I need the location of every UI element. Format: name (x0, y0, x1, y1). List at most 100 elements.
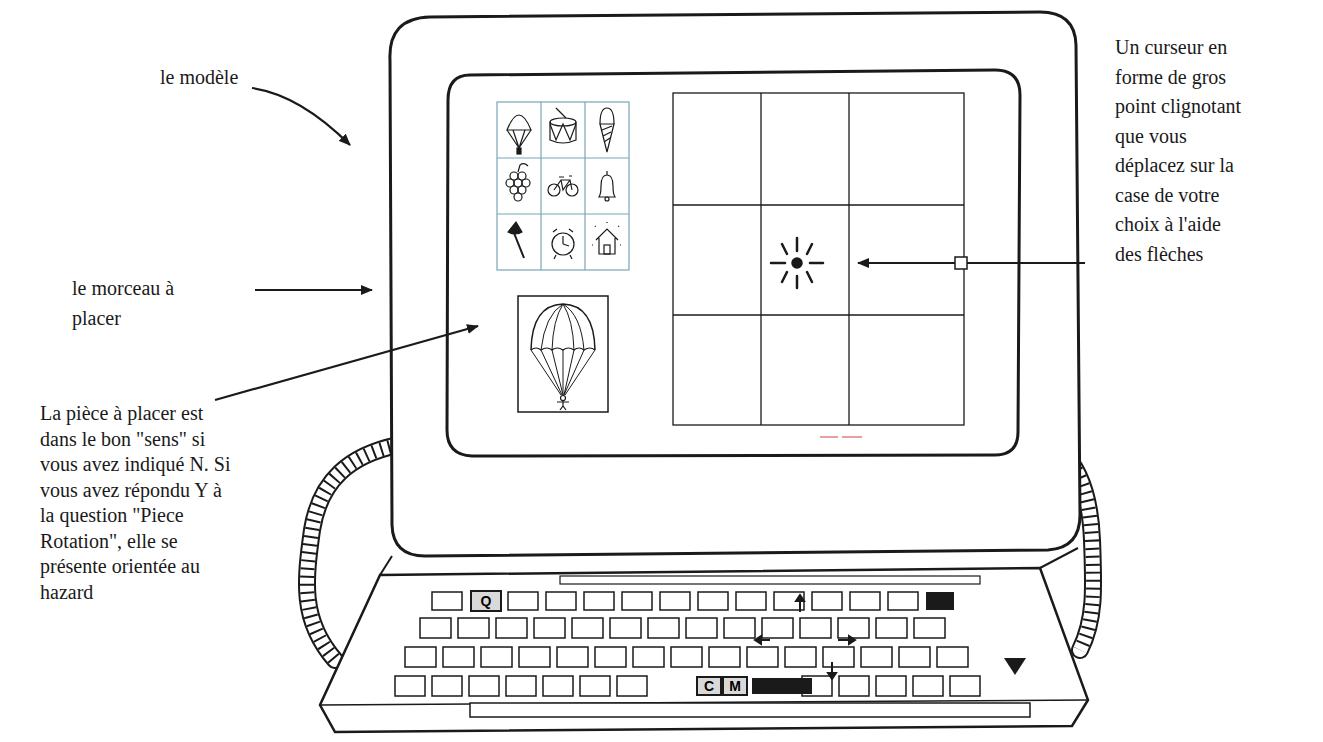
key (698, 592, 728, 610)
model-icons (606, 171, 607, 175)
board-grid (673, 93, 964, 425)
leader-arrow (955, 257, 967, 269)
key (823, 647, 854, 667)
board-grid (820, 437, 838, 438)
model-icons (600, 124, 614, 152)
key (762, 618, 793, 638)
board-grid (673, 204, 964, 205)
model-icons (605, 197, 609, 201)
blinking-cursor (771, 238, 823, 288)
model-grid (497, 102, 629, 270)
key (876, 676, 906, 696)
annotation-text: Un curseur en forme de gros point cligno… (1115, 33, 1250, 269)
key (543, 676, 573, 696)
key (838, 618, 869, 638)
key-letter: Q (481, 594, 492, 608)
key (861, 647, 892, 667)
key (622, 592, 652, 610)
model-icons (553, 229, 573, 259)
key (584, 592, 614, 610)
leader-arrow (255, 289, 372, 291)
key (937, 647, 968, 667)
model-icons (507, 115, 531, 130)
model-icons (518, 164, 528, 172)
leader-arrow (252, 88, 350, 145)
key (660, 592, 690, 610)
model-icons (602, 126, 612, 142)
model-icons (514, 193, 522, 201)
key (888, 592, 918, 610)
leader-arrow (858, 262, 1085, 264)
model-icons (517, 148, 521, 154)
keyboard-key: Q (470, 590, 502, 612)
model-icons (599, 175, 615, 197)
key (812, 592, 842, 610)
piece-tile (531, 304, 595, 350)
key (839, 676, 869, 696)
key (405, 647, 436, 667)
key (617, 676, 647, 696)
model-icons (554, 176, 572, 190)
key (546, 592, 576, 610)
key-strip (560, 576, 980, 584)
model-grid (497, 157, 629, 158)
key (580, 676, 610, 696)
model-icons (556, 108, 566, 118)
key (534, 618, 565, 638)
model-icons (604, 245, 610, 254)
model-grid (584, 102, 585, 270)
key (686, 618, 717, 638)
black-keys (752, 592, 1026, 694)
key (395, 676, 425, 696)
blinking-cursor (771, 238, 823, 288)
key (950, 676, 980, 696)
monitor (390, 12, 1080, 556)
key (724, 618, 755, 638)
key (443, 647, 474, 667)
space-bar (470, 703, 1030, 717)
key (800, 618, 831, 638)
key (633, 647, 664, 667)
key (432, 676, 462, 696)
key (420, 618, 451, 638)
model-icons (592, 222, 622, 245)
model-icons (596, 229, 618, 254)
key (671, 647, 702, 667)
keyboard-key: M (722, 676, 748, 696)
model-icons (550, 122, 576, 143)
key (519, 647, 550, 667)
annotation-text: le morceau à placer (72, 273, 202, 333)
piece-tile (531, 350, 595, 395)
key (595, 647, 626, 667)
key (736, 592, 766, 610)
key (913, 676, 943, 696)
leader-arrow (215, 88, 1085, 400)
model-icons (600, 108, 614, 124)
key (458, 618, 489, 638)
key (914, 618, 945, 638)
key (610, 618, 641, 638)
piece-tile (561, 396, 566, 401)
key (876, 618, 907, 638)
monitor (390, 12, 1080, 556)
key (481, 647, 512, 667)
key (747, 647, 778, 667)
model-grid (497, 213, 629, 214)
key (572, 618, 603, 638)
key-letter: M (729, 679, 741, 693)
model-grid (497, 102, 629, 270)
arrow-keys (755, 595, 855, 679)
key (785, 647, 816, 667)
piece-tile (518, 296, 608, 412)
keyboard-keys (395, 576, 1030, 717)
blinking-cursor (793, 259, 802, 268)
board-grid (673, 314, 964, 315)
arrow-keys (849, 636, 855, 644)
black-keys (926, 592, 954, 610)
arrow-keys (828, 673, 836, 679)
annotation-text: La pièce à placer est dans le bon "sens"… (40, 401, 232, 605)
model-icons (507, 130, 531, 148)
key (496, 618, 527, 638)
key (850, 592, 880, 610)
